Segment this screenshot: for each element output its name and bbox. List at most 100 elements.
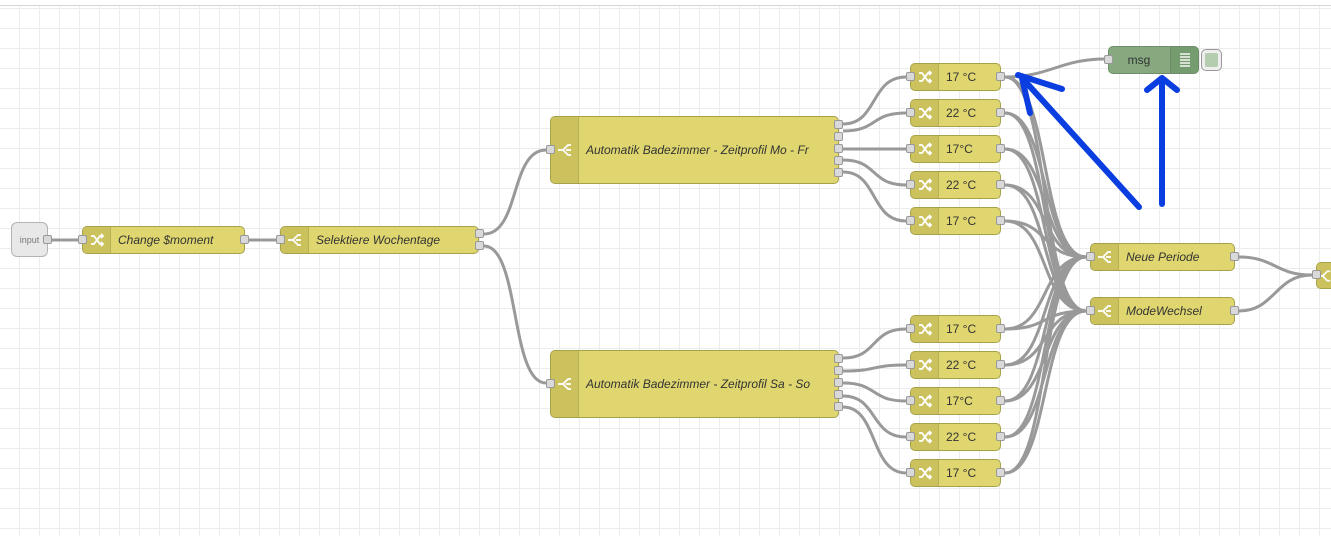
output-port[interactable] <box>996 360 1005 369</box>
output-port[interactable] <box>834 120 843 129</box>
output-port[interactable] <box>834 402 843 411</box>
node-label: 22 °C <box>946 178 977 192</box>
profile-weekend-node[interactable]: Automatik Badezimmer - Zeitprofil Sa - S… <box>550 350 839 418</box>
output-port[interactable] <box>996 324 1005 333</box>
new-period-node[interactable]: Neue Periode <box>1090 243 1235 271</box>
switch-icon <box>1091 298 1119 324</box>
shuffle-icon <box>911 100 939 126</box>
input-port[interactable] <box>906 396 915 405</box>
node-label: 22 °C <box>946 430 977 444</box>
output-port[interactable] <box>834 156 843 165</box>
input-port[interactable] <box>1086 252 1095 261</box>
temp-change-node[interactable]: 17 °C <box>910 315 1001 343</box>
shuffle-icon <box>911 208 939 234</box>
temp-change-node[interactable]: 17 °C <box>910 207 1001 235</box>
output-port[interactable] <box>834 390 843 399</box>
inject-label: input <box>19 234 40 245</box>
node-label: Automatik Badezimmer - Zeitprofil Mo - F… <box>586 143 809 157</box>
output-port[interactable] <box>43 235 52 244</box>
input-port[interactable] <box>906 108 915 117</box>
node-label: Neue Periode <box>1126 250 1200 264</box>
shuffle-icon <box>911 64 939 90</box>
offscreen-switch-node[interactable] <box>1316 262 1331 289</box>
output-port[interactable] <box>834 168 843 177</box>
node-label: msg <box>1127 53 1151 67</box>
switch-icon <box>551 351 579 417</box>
shuffle-icon <box>911 460 939 486</box>
node-label: 17°C <box>946 142 973 156</box>
output-port[interactable] <box>834 132 843 141</box>
temp-change-node[interactable]: 22 °C <box>910 99 1001 127</box>
shuffle-icon <box>911 352 939 378</box>
input-port[interactable] <box>1312 270 1321 279</box>
input-port[interactable] <box>906 468 915 477</box>
input-port[interactable] <box>78 235 87 244</box>
switch-icon <box>281 227 309 253</box>
output-port[interactable] <box>996 144 1005 153</box>
temp-change-node[interactable]: 17°C <box>910 135 1001 163</box>
debug-node[interactable]: msg <box>1108 46 1199 74</box>
input-port[interactable] <box>906 72 915 81</box>
output-port[interactable] <box>996 468 1005 477</box>
select-weekdays-node[interactable]: Selektiere Wochentage <box>280 226 479 254</box>
shuffle-icon <box>83 227 111 253</box>
node-label: Selektiere Wochentage <box>316 233 441 247</box>
input-port[interactable] <box>906 360 915 369</box>
output-port[interactable] <box>475 229 484 238</box>
temp-change-node[interactable]: 22 °C <box>910 351 1001 379</box>
output-port[interactable] <box>240 235 249 244</box>
node-label: 17 °C <box>946 214 977 228</box>
switch-icon <box>551 117 579 183</box>
node-label: 17 °C <box>946 322 977 336</box>
input-port[interactable] <box>906 180 915 189</box>
node-label: Change $moment <box>118 233 214 247</box>
temp-change-node[interactable]: 22 °C <box>910 423 1001 451</box>
output-port[interactable] <box>996 216 1005 225</box>
node-label: 17 °C <box>946 466 977 480</box>
output-port[interactable] <box>834 144 843 153</box>
input-port[interactable] <box>906 216 915 225</box>
temp-change-node[interactable]: 17 °C <box>910 63 1001 91</box>
input-port[interactable] <box>906 144 915 153</box>
switch-icon <box>1317 263 1331 288</box>
output-port[interactable] <box>834 366 843 375</box>
shuffle-icon <box>911 388 939 414</box>
shuffle-icon <box>911 424 939 450</box>
change-moment-node[interactable]: Change $moment <box>82 226 245 254</box>
node-label: ModeWechsel <box>1126 304 1202 318</box>
switch-icon <box>1091 244 1119 270</box>
debug-toggle-button[interactable] <box>1201 49 1222 71</box>
output-port[interactable] <box>996 396 1005 405</box>
temp-change-node[interactable]: 17 °C <box>910 459 1001 487</box>
output-port[interactable] <box>996 432 1005 441</box>
input-port[interactable] <box>906 324 915 333</box>
temp-change-node[interactable]: 17°C <box>910 387 1001 415</box>
shuffle-icon <box>911 316 939 342</box>
mode-change-node[interactable]: ModeWechsel <box>1090 297 1235 325</box>
temp-change-node[interactable]: 22 °C <box>910 171 1001 199</box>
output-port[interactable] <box>996 108 1005 117</box>
list-icon <box>1170 47 1198 73</box>
output-port[interactable] <box>1230 252 1239 261</box>
node-label: 22 °C <box>946 358 977 372</box>
node-label: 17 °C <box>946 70 977 84</box>
inject-node[interactable]: input <box>11 222 48 257</box>
output-port[interactable] <box>834 378 843 387</box>
input-port[interactable] <box>906 432 915 441</box>
node-label: Automatik Badezimmer - Zeitprofil Sa - S… <box>586 377 811 391</box>
node-label: 22 °C <box>946 106 977 120</box>
input-port[interactable] <box>546 145 555 154</box>
input-port[interactable] <box>276 235 285 244</box>
output-port[interactable] <box>996 180 1005 189</box>
output-port[interactable] <box>1230 306 1239 315</box>
input-port[interactable] <box>1086 306 1095 315</box>
output-port[interactable] <box>996 72 1005 81</box>
node-label: 17°C <box>946 394 973 408</box>
input-port[interactable] <box>546 379 555 388</box>
editor-top-border <box>0 0 1331 6</box>
output-port[interactable] <box>475 241 484 250</box>
shuffle-icon <box>911 172 939 198</box>
output-port[interactable] <box>834 354 843 363</box>
profile-weekdays-node[interactable]: Automatik Badezimmer - Zeitprofil Mo - F… <box>550 116 839 184</box>
input-port[interactable] <box>1104 55 1113 64</box>
